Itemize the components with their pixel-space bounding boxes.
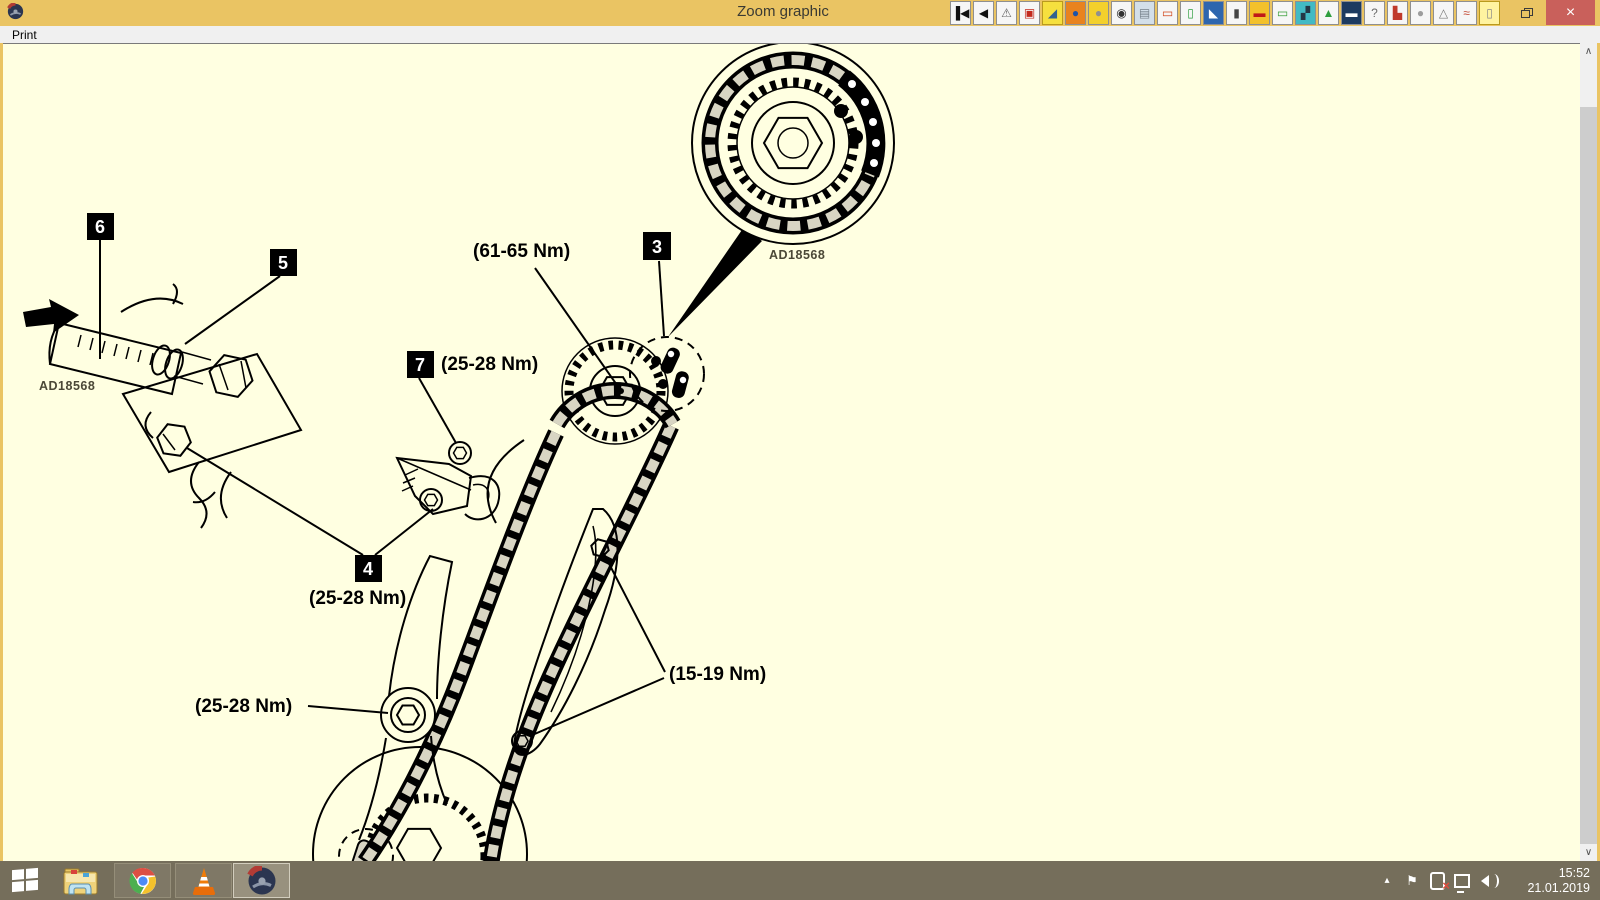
audio-device-error-icon[interactable]: × (1429, 871, 1450, 893)
zoom-graphic-button[interactable]: ▯ (1479, 1, 1500, 25)
svg-text:7: 7 (415, 355, 425, 375)
callout-5: 5 (270, 249, 297, 276)
callout-4: 4 (355, 555, 382, 582)
paint-code-button[interactable]: ▬ (1249, 1, 1270, 25)
first-page-button[interactable]: ▐◀ (950, 1, 971, 25)
chevron-down-icon: ∨ (1584, 847, 1593, 858)
interior-light-button[interactable]: ● (1410, 1, 1431, 25)
mouse-button[interactable]: ● (1088, 1, 1109, 25)
seat-adjust-button[interactable]: ▙ (1387, 1, 1408, 25)
wheel-disc-button[interactable]: ◉ (1111, 1, 1132, 25)
svg-text:3: 3 (652, 237, 662, 257)
show-hidden-icons-button[interactable]: ▴ (1384, 875, 1390, 886)
chrome-button[interactable] (114, 863, 171, 898)
start-button[interactable] (12, 867, 38, 893)
chain-guide-right (511, 508, 619, 756)
gauge-tool-inset: AD18568 (23, 283, 303, 529)
close-button[interactable]: × (1546, 0, 1595, 25)
camshaft-sprocket (549, 337, 681, 445)
torque-label-guide: (15-19 Nm) (669, 664, 766, 685)
scroll-up-button[interactable]: ∧ (1580, 43, 1597, 60)
diagnostic-unit-button[interactable]: ▣ (1019, 1, 1040, 25)
toolbar: ▐◀ ◀ ⚠ ▣ ◢ ● ● ◉ ▤ ▭ ▯ ◣ ▮ ▬ ▭ ▞ ▲ ▬ ? ▙… (950, 1, 1500, 25)
callout-lines (99, 240, 666, 737)
file-explorer-icon (63, 868, 98, 895)
vlc-icon (192, 867, 215, 895)
windows-logo-icon (12, 869, 24, 881)
autodata-button[interactable] (233, 863, 290, 898)
system-tray: ▴ ⚑ × 15:52 21.01.2019 (1379, 861, 1590, 900)
service-tools-button[interactable]: ◢ (1042, 1, 1063, 25)
close-icon: × (1565, 3, 1576, 21)
app-disc-icon (246, 865, 275, 894)
torque-label-bracket: (25-28 Nm) (309, 588, 406, 609)
torque-label-tensioner: (25-28 Nm) (441, 354, 538, 375)
network-icon[interactable] (1454, 873, 1470, 893)
action-center-flag-icon[interactable]: ⚑ (1406, 872, 1418, 888)
printer-button[interactable]: ▭ (1272, 1, 1293, 25)
volume-icon[interactable] (1479, 873, 1499, 889)
repair-times-button[interactable]: ? (1364, 1, 1385, 25)
vertical-scrollbar[interactable]: ∧ ∨ (1580, 43, 1597, 861)
chain-tensioner (395, 439, 525, 524)
window-border-right (1597, 43, 1600, 861)
previous-button[interactable]: ◀ (973, 1, 994, 25)
torque-label-arm: (25-28 Nm) (195, 696, 292, 717)
diagrams-button[interactable]: ▤ (1134, 1, 1155, 25)
tool-code-label: AD18568 (39, 379, 95, 393)
taskbar-clock[interactable]: 15:52 21.01.2019 (1512, 866, 1590, 896)
window-title: Zoom graphic (737, 3, 829, 20)
passenger-safety-button[interactable]: ▲ (1318, 1, 1339, 25)
title-bar[interactable]: Zoom graphic ▐◀ ◀ ⚠ ▣ ◢ ● ● ◉ ▤ ▭ ▯ ◣ ▮ … (0, 0, 1600, 26)
graphic-canvas: AD18568 (3, 41, 1580, 900)
menu-item-print[interactable]: Print (12, 28, 37, 42)
sprocket-magnified-view: AD18568 (668, 41, 895, 337)
timing-chain-diagram: AD18568 (23, 41, 895, 900)
body-damage-button[interactable]: ≈ (1456, 1, 1477, 25)
chain-guide-arm-left (358, 554, 454, 841)
window-border-left (0, 43, 3, 861)
web-info-button[interactable]: ● (1065, 1, 1086, 25)
menu-bar: Print (0, 26, 1600, 43)
drawing-tools-button[interactable]: ▞ (1295, 1, 1316, 25)
svg-text:6: 6 (95, 217, 105, 237)
callout-6: 6 (87, 213, 114, 240)
chrome-icon (128, 867, 156, 894)
setting-gauge-button[interactable]: ◣ (1203, 1, 1224, 25)
warnings-button[interactable]: ⚠ (996, 1, 1017, 25)
timing-chain (358, 422, 679, 867)
file-explorer-button[interactable] (58, 865, 104, 898)
vehicle-lift-button[interactable]: ▯ (1180, 1, 1201, 25)
multimeter-button[interactable]: ▮ (1226, 1, 1247, 25)
marked-links-detail (629, 336, 705, 412)
clock-time: 15:52 (1558, 865, 1590, 880)
restore-icon (1521, 7, 1533, 18)
clock-date: 21.01.2019 (1527, 880, 1590, 895)
tool-code-label: AD18568 (769, 248, 825, 262)
scroll-down-button[interactable]: ∨ (1580, 844, 1597, 861)
torque-label-cam: (61-65 Nm) (473, 241, 570, 262)
restore-button[interactable] (1512, 2, 1542, 23)
vlc-button[interactable] (175, 863, 232, 898)
hazard-info-button[interactable]: △ (1433, 1, 1454, 25)
vehicle-body-button[interactable]: ▬ (1341, 1, 1362, 25)
taskbar: ▴ ⚑ × 15:52 21.01.2019 (0, 861, 1600, 900)
app-disc-icon (7, 3, 24, 20)
measurement-button[interactable]: ▭ (1157, 1, 1178, 25)
chevron-up-icon: ∧ (1584, 46, 1593, 57)
callout-3: 3 (643, 232, 671, 260)
callout-7: 7 (407, 351, 434, 378)
svg-text:5: 5 (278, 253, 288, 273)
scrollbar-thumb[interactable] (1580, 107, 1597, 844)
svg-text:4: 4 (363, 559, 373, 579)
